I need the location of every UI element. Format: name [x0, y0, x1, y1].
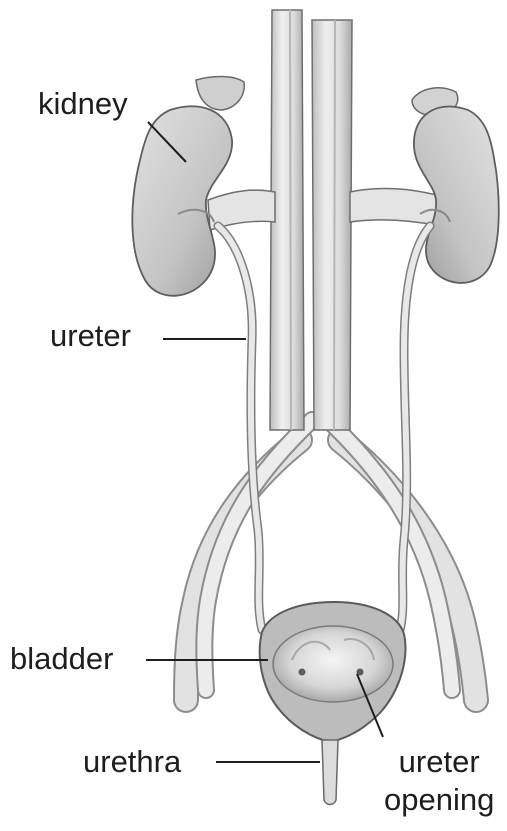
left-kidney — [132, 77, 244, 296]
right-kidney — [412, 88, 499, 283]
ureter-opening-label: ureter opening — [384, 746, 494, 815]
kidney-label: kidney — [38, 88, 128, 119]
bladder-label: bladder — [10, 643, 113, 674]
urethra-label: urethra — [83, 746, 181, 777]
ureter-opening-label-line-1: ureter — [384, 746, 494, 777]
ureter-label: ureter — [50, 320, 131, 351]
urethra-tube — [322, 740, 338, 805]
ureter-opening-label-line-2: opening — [384, 784, 494, 815]
bladder-shape — [260, 602, 406, 742]
aorta-and-vena-cava — [270, 10, 352, 430]
